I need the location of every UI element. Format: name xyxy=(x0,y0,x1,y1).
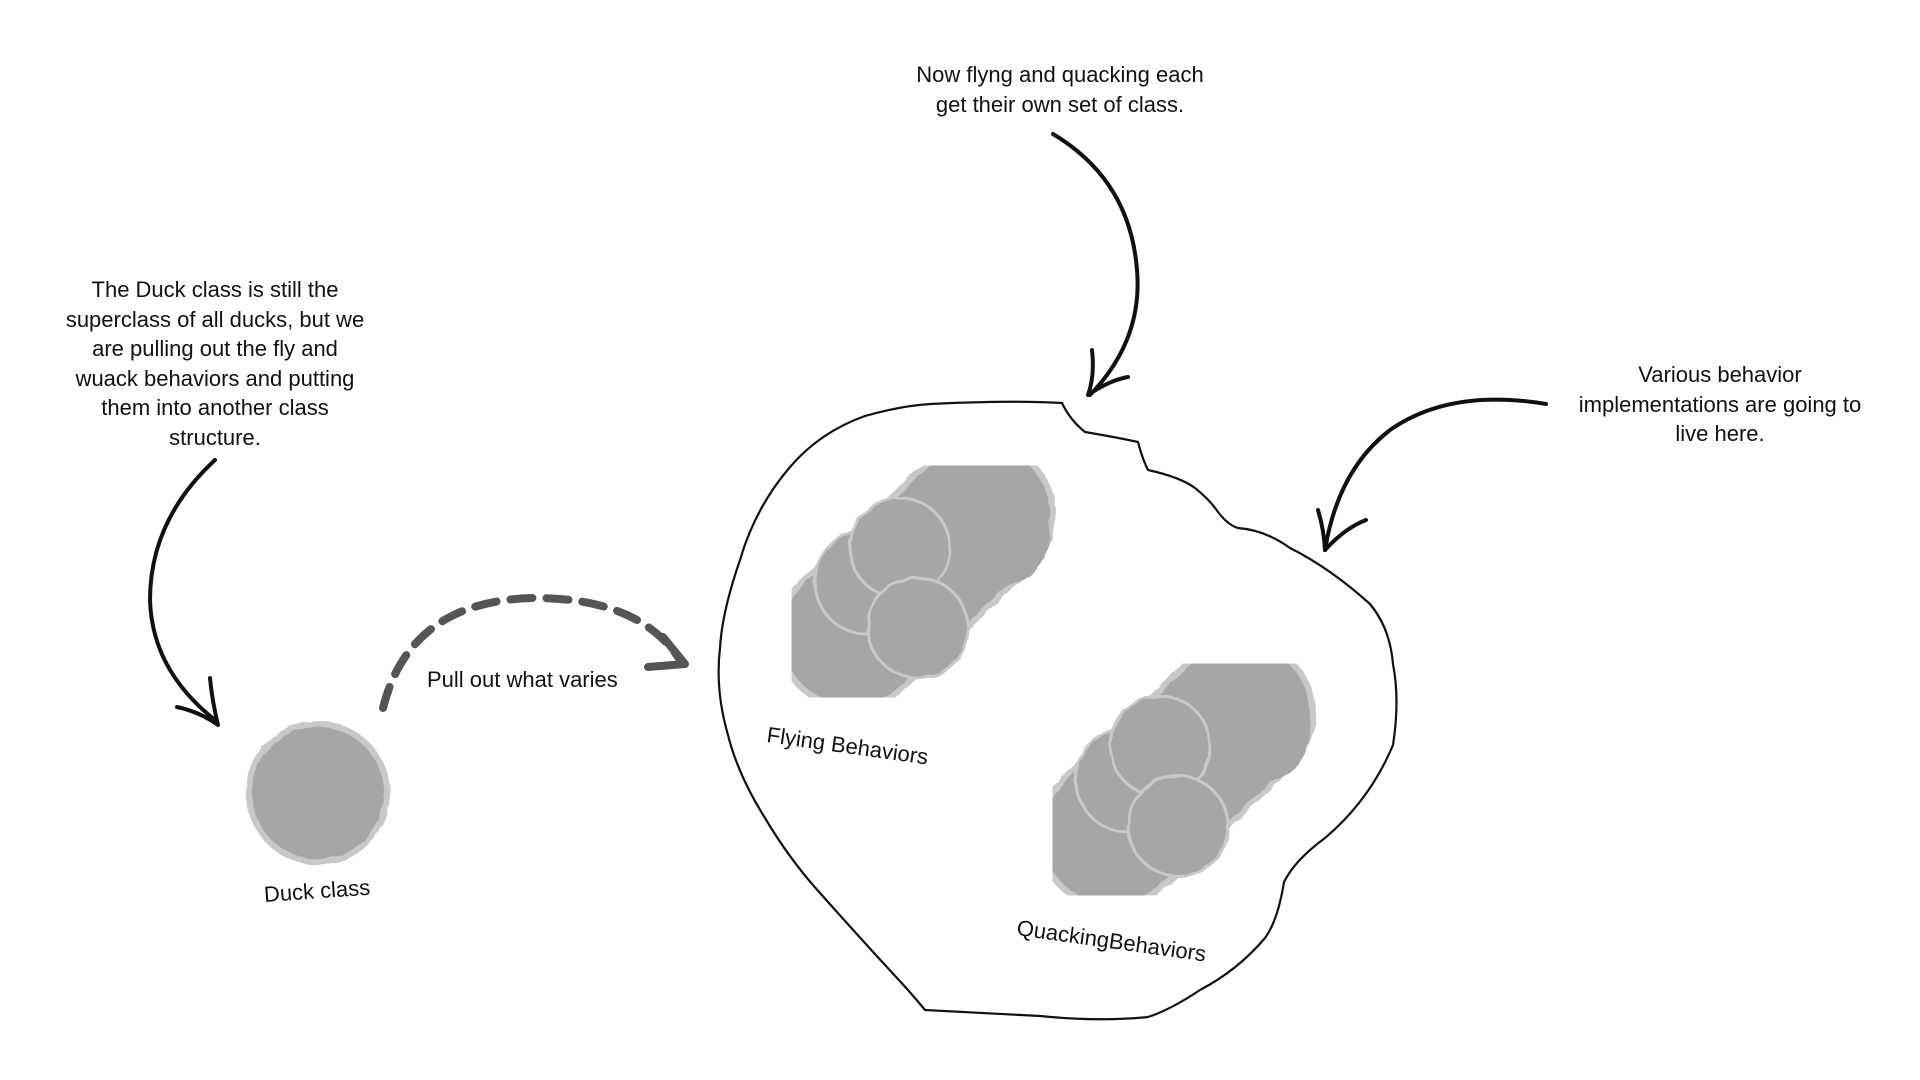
right-note-arrow-icon xyxy=(1316,397,1548,552)
top-note-arrow-icon xyxy=(1051,132,1140,397)
flying-behaviors-cluster-icon xyxy=(776,439,1056,711)
duck-note-arrow-icon xyxy=(147,458,220,727)
pull-out-label: Pull out what varies xyxy=(427,667,618,692)
duck-class-annotation: The Duck class is still the superclass o… xyxy=(65,277,365,450)
quacking-behaviors-cluster-icon xyxy=(1036,638,1316,910)
duck-class-circle-icon xyxy=(246,721,390,865)
pull-out-dashed-arrow-icon xyxy=(379,593,689,712)
flying-quacking-annotation: Now flyng and quacking each get their ow… xyxy=(916,62,1204,117)
various-behaviors-annotation: Various behavior implementations are goi… xyxy=(1578,362,1862,446)
behavior-container-outline xyxy=(717,400,1398,1021)
